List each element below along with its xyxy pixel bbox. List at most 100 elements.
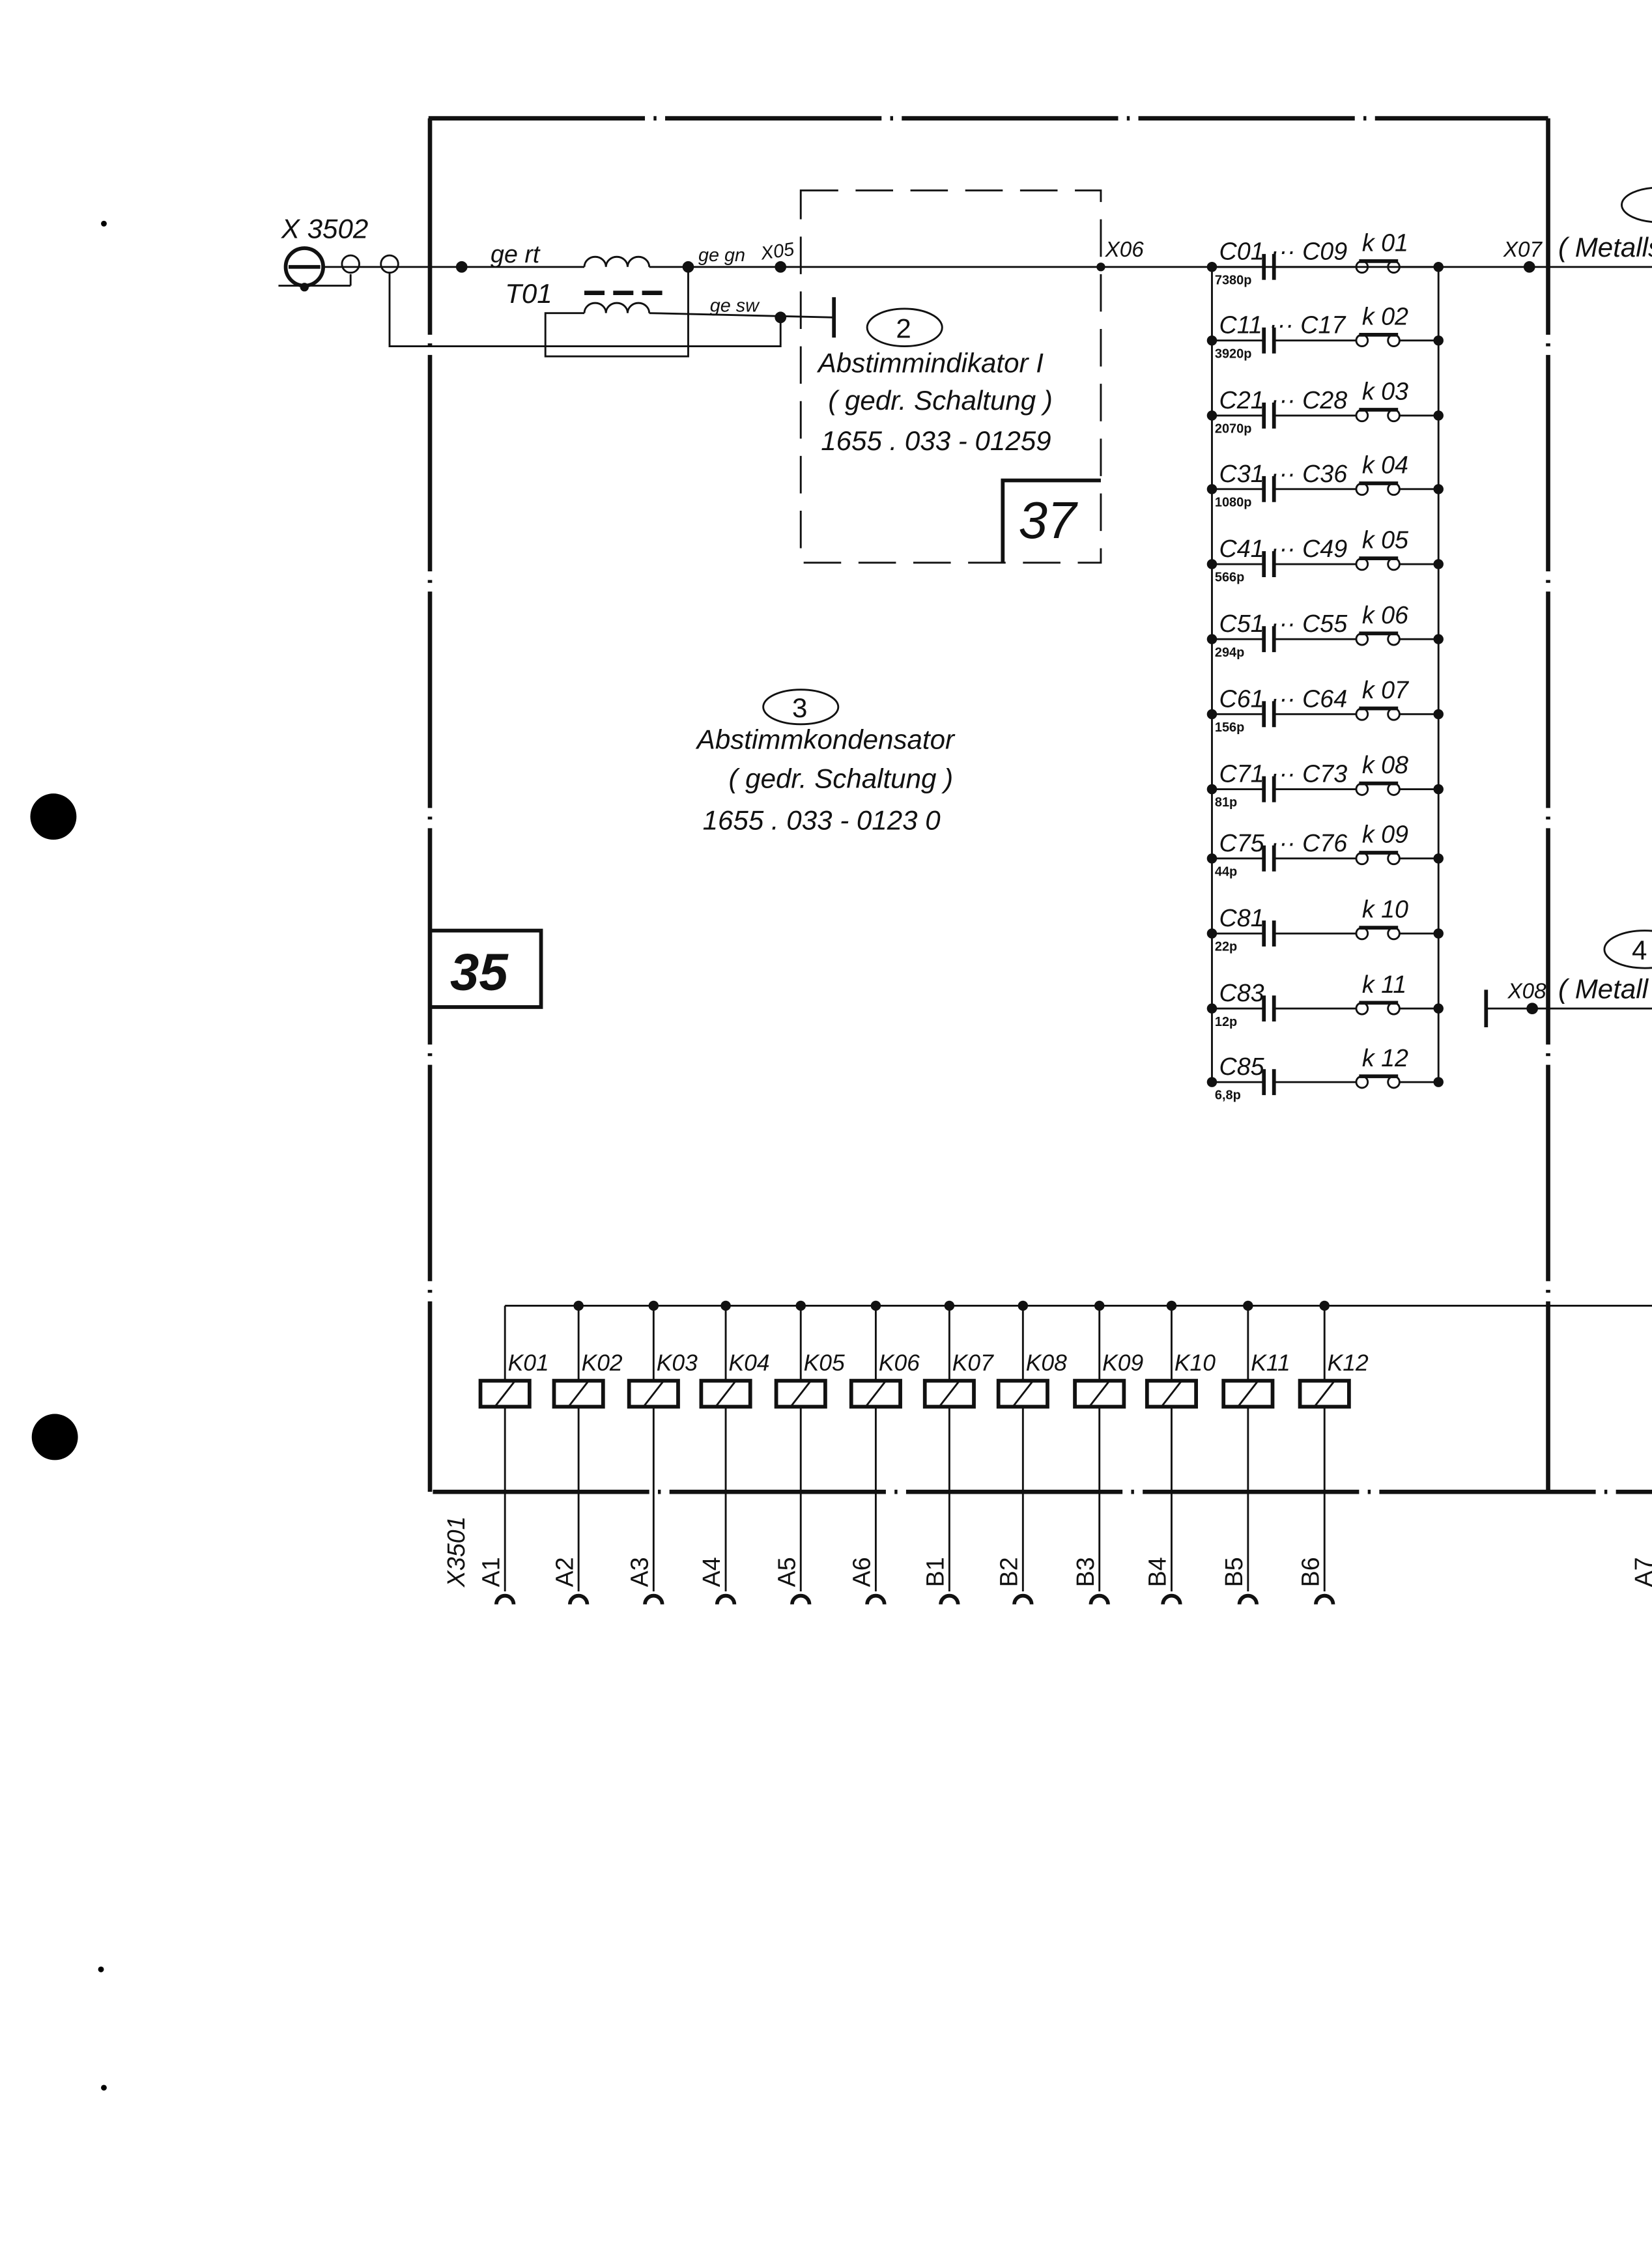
right-module-lower-number: 4 [1632,935,1647,965]
capacitor-label: C71 ··· C73 [1219,760,1348,787]
junction-dot [1094,1300,1105,1311]
junction-dot [1433,853,1444,864]
junction-dot [870,1300,881,1311]
junction-dot [944,1300,955,1311]
wire-label-ge-rt: ge rt [491,240,541,268]
switch-label: k 02 [1362,302,1408,330]
junction-dot [1433,335,1444,346]
capacitor-value: 6,8p [1215,1089,1241,1103]
pin-label: A5 [773,1557,800,1587]
junction-dot [1206,853,1218,864]
pin-label: B5 [1220,1557,1247,1587]
junction-dot [1206,634,1218,644]
junction-dot [1206,335,1218,346]
wire-label-ge-sw: ge sw [710,295,760,316]
capacitor-label: C51 ··· C55 [1219,610,1348,637]
capacitor-value: 12p [1215,1015,1237,1029]
speck [101,2085,107,2091]
junction-dot [1243,1300,1253,1311]
pin-label: B4 [1144,1557,1171,1587]
junction-dot [1206,1003,1218,1014]
punch-hole [31,1414,78,1460]
switch-label: k 05 [1362,526,1409,554]
switch-label: k 09 [1362,820,1408,847]
capacitor-row: C21 ··· C28 2070p k 03 [1206,378,1444,436]
junction-dot [795,1300,806,1311]
sheet-ref-box [428,928,543,1009]
switch-label: k 12 [1362,1044,1408,1072]
pin-label: A1 [477,1557,504,1587]
punch-hole [30,793,77,840]
capacitor-label: C21 ··· C28 [1219,386,1348,414]
module-number-badge [866,307,943,348]
pin-label: A6 [848,1557,876,1587]
indicator-module-subtitle: ( gedr. Schaltung ) [828,385,1053,416]
relay-label: K04 [728,1350,769,1376]
junction-dot [1433,1077,1444,1087]
relay-coil-icon [996,1378,1049,1409]
junction-dot [1433,634,1444,644]
relay-coil-icon [715,1380,737,1408]
capacitor-sheet-ref: 35 [450,943,509,1001]
relay-label: K10 [1175,1350,1216,1376]
junction-dot [775,261,787,273]
right-module-lower-text: ( Metall [1558,974,1649,1004]
pin-label: B2 [995,1557,1022,1587]
indicator-module-title: Abstimmindikator I [816,347,1044,378]
pin-label: B6 [1296,1557,1324,1587]
terminal-connector-icon [567,1593,590,1605]
connector-x06-label: X06 [1105,238,1145,262]
capacitor-value: 2070p [1215,421,1251,436]
junction-dot [1018,1300,1029,1311]
switch-label: k 07 [1362,676,1410,704]
relay-coil-icon [1313,1380,1335,1408]
terminal-connector-icon [1237,1593,1259,1605]
terminal-connector-icon [865,1593,887,1605]
coax-connector-icon [278,246,399,292]
switch-label: k 04 [1362,451,1408,478]
junction-dot [1206,709,1218,720]
capacitor-label: C61 ··· C64 [1219,685,1348,712]
connector-x08-label: X08 [1507,980,1547,1004]
relay-label: K03 [657,1350,698,1376]
terminal-connector-icon [1314,1593,1335,1605]
indicator-module-number: 2 [896,313,911,343]
junction-dot [1206,1077,1218,1087]
junction-dot [1206,484,1218,494]
relay-coil-icon [478,1378,532,1409]
junction-dot [1096,263,1105,272]
junction-dot [1433,1003,1444,1014]
capacitor-module-subtitle: ( gedr. Schaltung ) [728,763,953,793]
relay-coil-icon [849,1378,902,1409]
indicator-sheet-ref: 37 [1019,491,1078,549]
capacitor-module-part-no: 1655 . 033 - 0123 0 [703,805,941,836]
ground-return-line [388,272,782,348]
switch-label: k 03 [1362,378,1408,405]
junction-dot [1523,261,1535,273]
relay-coil-icon [1298,1378,1351,1409]
relay-coil-icon [1012,1380,1034,1408]
terminal-connector-icon [790,1593,812,1605]
relay-coil-icon [1160,1380,1183,1408]
capacitor-value: 7380p [1215,273,1251,287]
relay-label: K09 [1102,1350,1143,1376]
pin-label: A4 [698,1557,725,1587]
relay-coil-icon [627,1378,680,1409]
capacitor-value: 1080p [1215,495,1251,509]
terminal-connector-icon [1161,1593,1182,1605]
relay-coil-icon [774,1378,827,1409]
terminal-connector-icon [1012,1593,1034,1605]
junction-dot [720,1300,731,1311]
pin-label: A3 [625,1557,653,1587]
